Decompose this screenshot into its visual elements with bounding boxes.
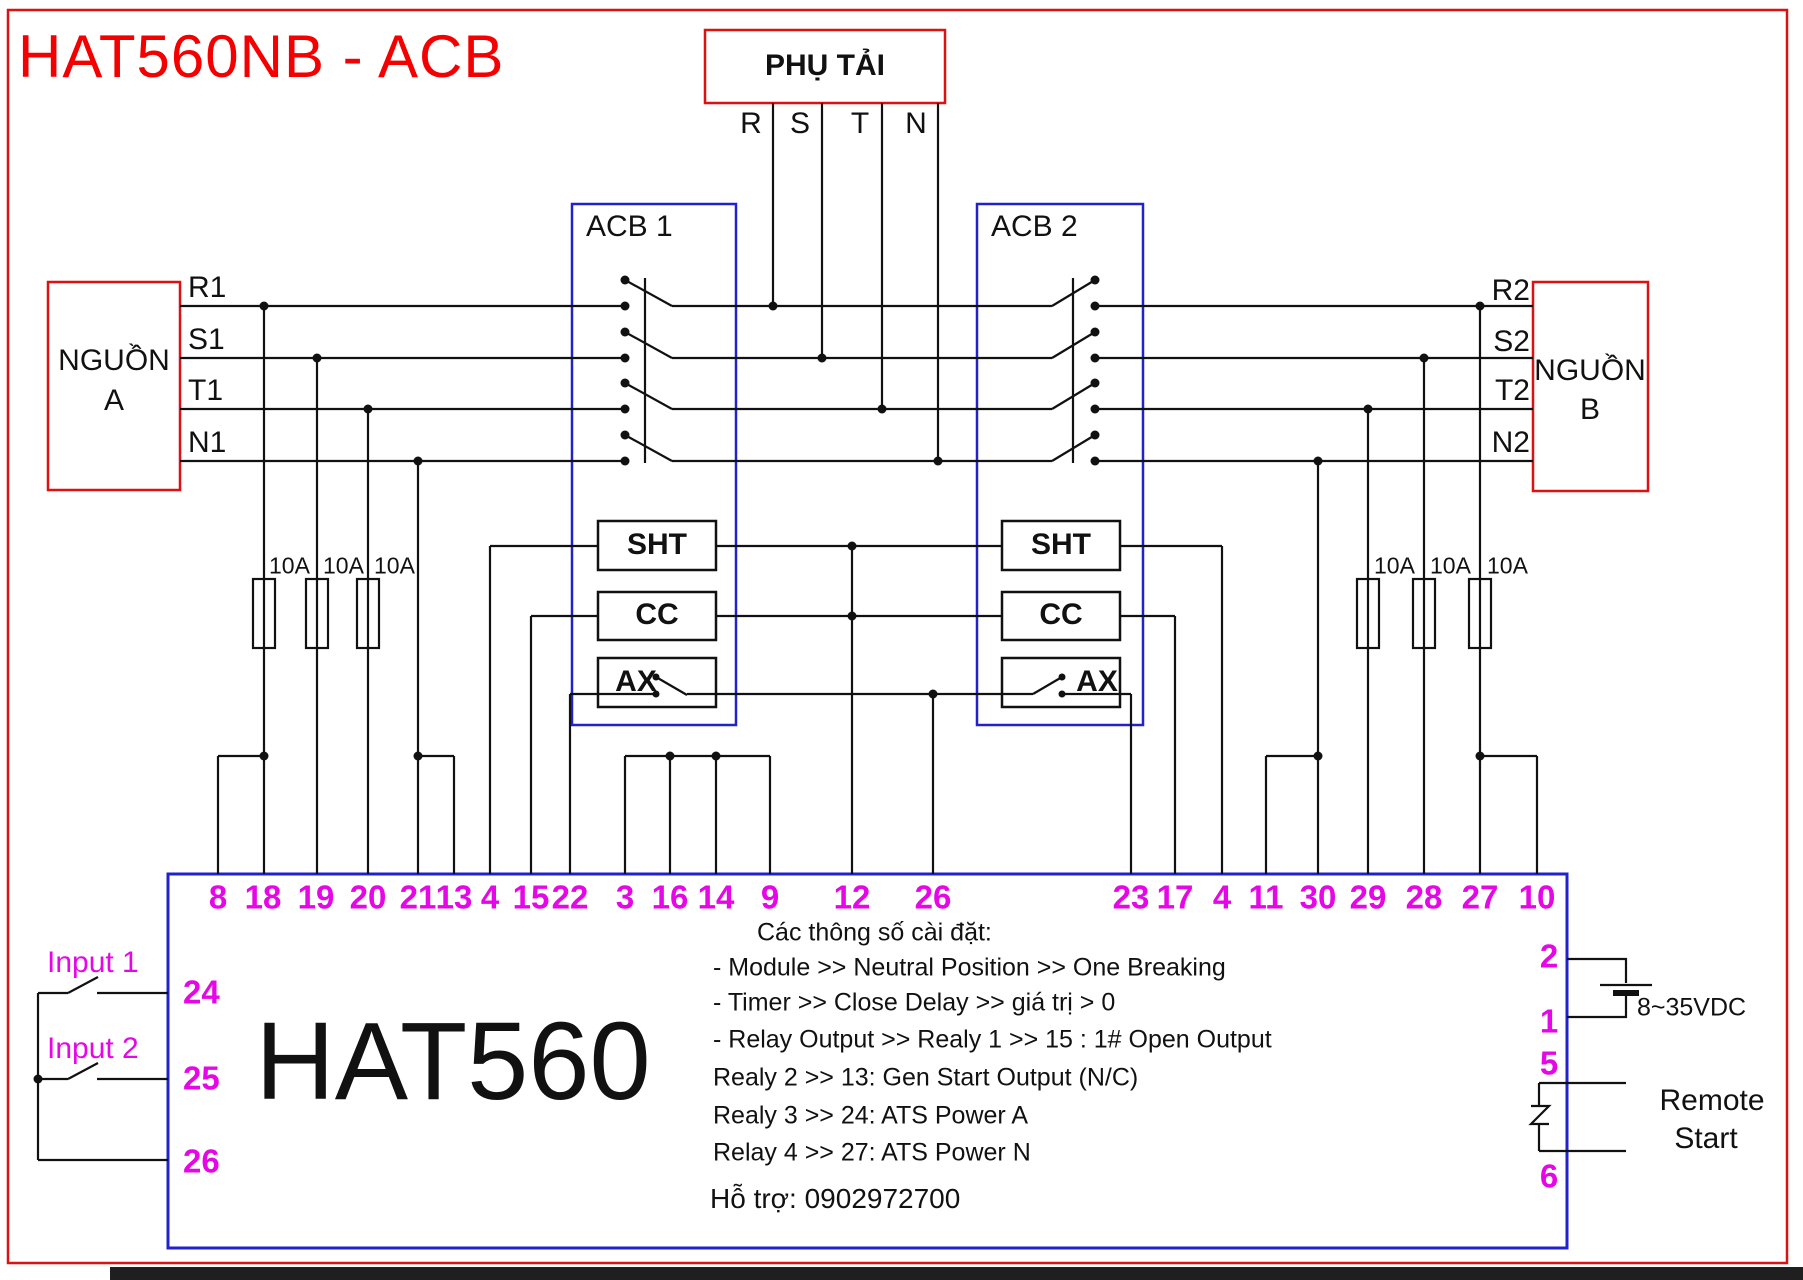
- terminal-left-26: 26: [183, 1142, 220, 1180]
- cc2-label: CC: [1039, 598, 1083, 631]
- source-b-name-2: B: [1579, 393, 1601, 426]
- source-a-box: [46, 280, 182, 492]
- terminal-left-25: 25: [183, 1059, 220, 1097]
- phase-label-t2: T2: [1494, 374, 1530, 407]
- wires: [36, 103, 1652, 1162]
- terminal-top-2-19: 19: [297, 878, 335, 916]
- terminal-top-10-16: 16: [651, 878, 689, 916]
- load-phase-t: T: [850, 107, 870, 140]
- source-a-name-2: A: [103, 384, 125, 417]
- terminal-top-8-22: 22: [551, 878, 589, 916]
- terminal-right-1: 1: [1539, 1002, 1559, 1040]
- terminal-top-0-8: 8: [208, 878, 228, 916]
- terminal-top-14-26: 26: [914, 878, 952, 916]
- terminal-top-13-12: 12: [833, 878, 871, 916]
- phase-label-n2: N2: [1491, 426, 1530, 459]
- source-a-name-1: NGUỒN: [58, 344, 170, 377]
- acb2-box: [975, 202, 1145, 727]
- terminal-right-2: 2: [1539, 937, 1559, 975]
- sht1-box: [596, 519, 718, 572]
- terminal-top-16-17: 17: [1156, 878, 1194, 916]
- terminal-top-12-9: 9: [760, 878, 780, 916]
- page-title: HAT560NB - ACB: [18, 23, 505, 90]
- terminal-top-7-15: 15: [512, 878, 550, 916]
- terminal-top-6-4: 4: [480, 878, 500, 916]
- support-label: Hỗ trợ: 0902972700: [710, 1183, 961, 1214]
- ax2-box: [1000, 656, 1122, 709]
- load-phase-s: S: [789, 107, 811, 140]
- ax2-label: AX: [1076, 665, 1118, 698]
- phase-label-s1: S1: [188, 323, 225, 356]
- controller-name: HAT560: [255, 1000, 651, 1123]
- terminal-top-3-20: 20: [349, 878, 387, 916]
- input-1-label: Input 1: [47, 946, 139, 979]
- fuse-bodies: [251, 577, 1493, 650]
- phase-label-t1: T1: [188, 374, 224, 407]
- settings-line-2: - Timer >> Close Delay >> giá trị > 0: [713, 988, 1116, 1017]
- acb2-label: ACB 2: [991, 210, 1078, 243]
- terminal-top-4-21: 21: [399, 878, 437, 916]
- source-b-name-1: NGUỒN: [1534, 354, 1646, 387]
- controller-box: [166, 872, 1569, 1250]
- settings-line-0: Các thông số cài đặt:: [757, 918, 992, 947]
- terminal-top-18-11: 11: [1248, 878, 1284, 916]
- fuse-rating-6: 10A: [1487, 552, 1528, 579]
- terminal-top-22-27: 27: [1461, 878, 1499, 916]
- terminal-top-17-4: 4: [1212, 878, 1232, 916]
- page-frame: [6, 8, 1789, 1265]
- fuse-rating-1: 10A: [269, 552, 310, 579]
- junction-dots: [33, 275, 1485, 1084]
- bottom-strip: [110, 1267, 1803, 1280]
- relay-coil-boxes: [596, 519, 1122, 709]
- acb1-label: ACB 1: [586, 210, 673, 243]
- load-box-label: PHỤ TẢI: [765, 49, 885, 82]
- settings-line-5: Realy 3 >> 24: ATS Power A: [713, 1101, 1028, 1130]
- sht1-label: SHT: [627, 528, 687, 561]
- terminal-top-21-28: 28: [1405, 878, 1443, 916]
- terminal-top-11-14: 14: [697, 878, 735, 916]
- terminal-top-20-29: 29: [1349, 878, 1387, 916]
- ax1-box: [596, 656, 718, 709]
- settings-line-6: Relay 4 >> 27: ATS Power N: [713, 1138, 1031, 1167]
- settings-line-4: Realy 2 >> 13: Gen Start Output (N/C): [713, 1063, 1139, 1092]
- fuse-rating-3: 10A: [374, 552, 415, 579]
- load-phase-n: N: [905, 107, 927, 140]
- fuse-rating-4: 10A: [1374, 552, 1415, 579]
- settings-line-1: - Module >> Neutral Position >> One Brea…: [713, 953, 1226, 982]
- phase-label-r1: R1: [188, 271, 227, 304]
- terminal-top-9-3: 3: [615, 878, 635, 916]
- phase-label-r2: R2: [1491, 274, 1530, 307]
- terminal-top-23-10: 10: [1518, 878, 1556, 916]
- acb1-box: [570, 202, 738, 727]
- terminal-top-15-23: 23: [1112, 878, 1150, 916]
- remote-label-1: Remote: [1659, 1084, 1765, 1117]
- terminal-top-5-13: 13: [435, 878, 473, 916]
- sht2-label: SHT: [1031, 528, 1091, 561]
- terminal-right-5: 5: [1539, 1044, 1559, 1082]
- load-box: [703, 28, 947, 105]
- power-range-label: 8~35VDC: [1637, 993, 1747, 1022]
- fuse-rating-5: 10A: [1430, 552, 1471, 579]
- cc2-box: [1000, 590, 1122, 642]
- terminal-left-24: 24: [183, 973, 220, 1011]
- ax1-label: AX: [615, 665, 657, 698]
- cc1-label: CC: [635, 598, 679, 631]
- terminal-top-19-30: 30: [1299, 878, 1337, 916]
- remote-label-2: Start: [1674, 1122, 1738, 1155]
- settings-line-3: - Relay Output >> Realy 1 >> 15 : 1# Ope…: [713, 1025, 1272, 1054]
- cc1-box: [596, 590, 718, 642]
- sht2-box: [1000, 519, 1122, 572]
- input-2-label: Input 2: [47, 1032, 139, 1065]
- terminal-right-6: 6: [1539, 1157, 1559, 1195]
- load-phase-r: R: [740, 107, 762, 140]
- source-b-box: [1531, 280, 1650, 493]
- fuse-rating-2: 10A: [323, 552, 364, 579]
- phase-label-n1: N1: [188, 426, 227, 459]
- terminal-top-1-18: 18: [244, 878, 282, 916]
- phase-label-s2: S2: [1493, 325, 1530, 358]
